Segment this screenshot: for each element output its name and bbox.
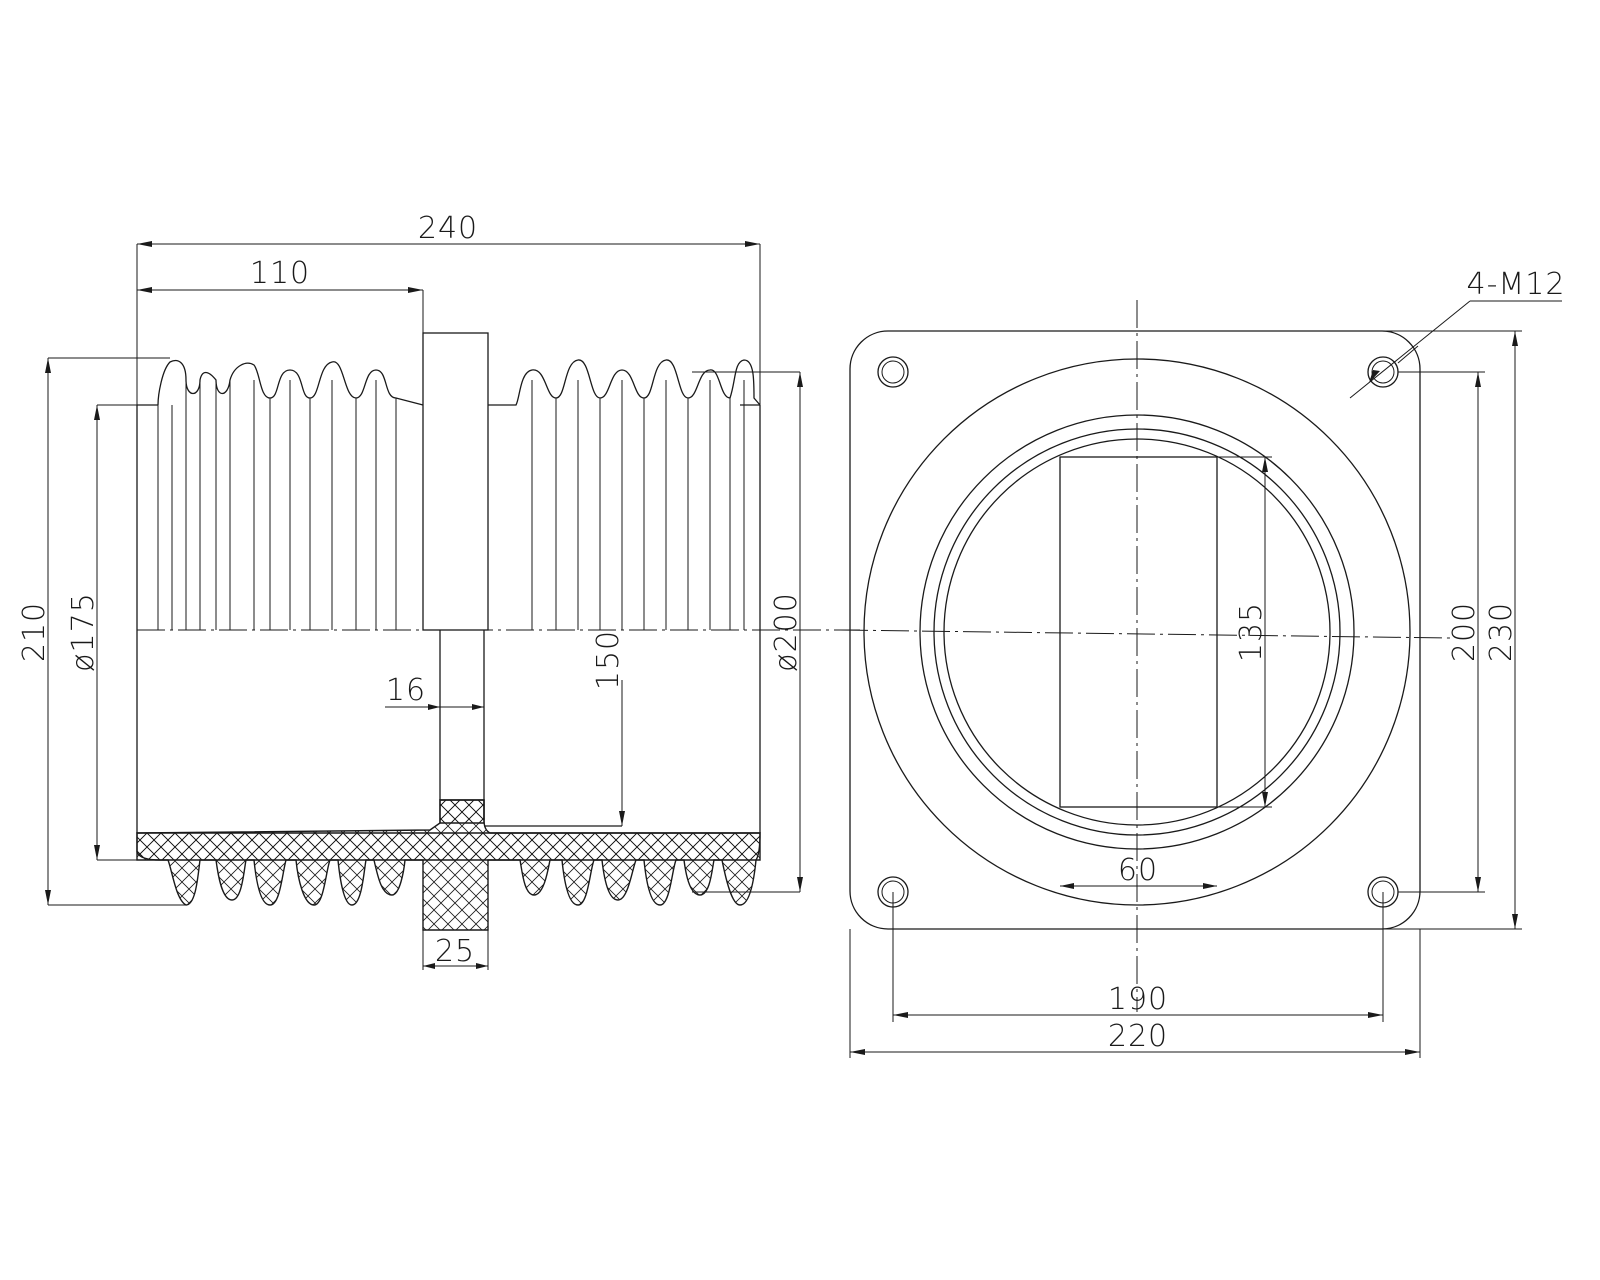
thread-callout: 4-M12	[1467, 267, 1566, 302]
front-view: 4-M12 135 60 200 230 190	[839, 267, 1566, 1058]
dim-overall-length: 240	[418, 211, 478, 246]
shed-lines-upper	[157, 380, 745, 630]
right-shed-profile	[488, 359, 761, 406]
dim-outer-diameter: ø200	[769, 592, 804, 672]
side-view: 240 110 210 ø175 ø200 16	[17, 211, 860, 970]
dim-hole-spacing-vertical: 200	[1447, 602, 1482, 662]
dim-inner-diameter: ø175	[66, 592, 101, 672]
mounting-plate	[849, 330, 1421, 930]
front-horizontal-centerline	[839, 629, 1451, 639]
dim-flange-width: 25	[435, 934, 475, 969]
dim-plate-height: 230	[1484, 602, 1519, 662]
dim-overall-height: 210	[17, 602, 52, 662]
dim-plate-width: 220	[1108, 1019, 1168, 1054]
slot	[1059, 456, 1218, 808]
dim-slot-width: 60	[1118, 853, 1158, 888]
center-flange-upper	[422, 332, 489, 631]
bolt-hole-top-left	[877, 356, 909, 388]
dim-hole-spacing-horizontal: 190	[1108, 982, 1168, 1017]
dim-slot-height: 135	[1234, 602, 1269, 662]
left-shed-profile	[157, 359, 424, 406]
dim-inner-depth: 150	[591, 630, 626, 690]
dim-flange-offset: 110	[250, 256, 310, 291]
dim-wall-thickness: 16	[386, 673, 426, 708]
